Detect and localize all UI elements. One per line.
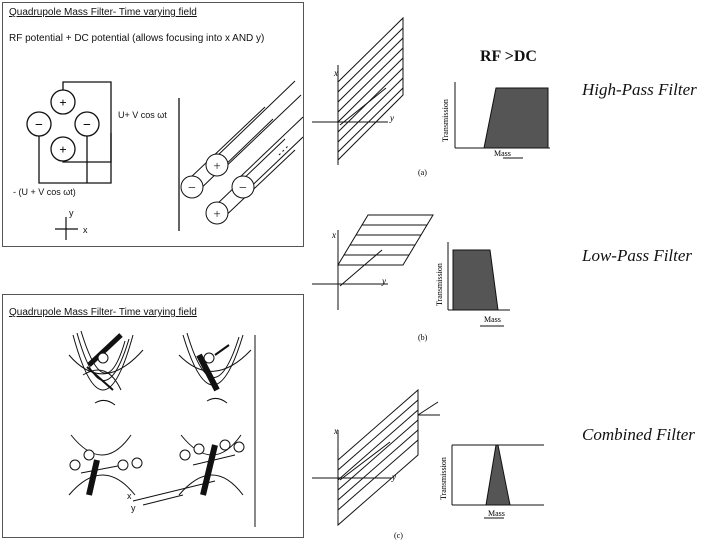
axis-x-c: x [333,426,338,436]
transmission-curve-combined [485,444,511,506]
panel-caption-b: (b) [418,333,428,342]
svg-text:+: + [59,95,66,110]
svg-text:+: + [59,142,66,157]
panel-b-low-pass: x y Transmission Mass (b) [308,200,570,350]
transmission-label-c: Transmission [439,457,448,500]
slide-subtitle: RF potential + DC potential (allows focu… [9,33,265,44]
slide-time-varying-field-bottom: Quadrupole Mass Filter- Time varying fie… [2,294,304,538]
rod-left: − [26,111,52,137]
quadrupole-rods-3d: + − − + [180,80,303,225]
axis-label-y: y [69,208,74,218]
axis-y-b: y [381,276,386,286]
svg-text:−: − [35,118,43,133]
axis-label-x: x [127,491,132,501]
mass-label-a: Mass [494,149,511,158]
stability-diagram-b: x y Transmission Mass (b) [312,214,510,342]
lower-potential-equation: - (U + V cos ωt) [13,187,76,197]
mass-label-b: Mass [484,315,501,324]
rf-dc-label: RF >DC [480,48,537,65]
slide-title: Quadrupole Mass Filter- Time varying fie… [9,307,197,318]
rod-bottom: + [50,136,76,162]
transmission-label-a: Transmission [441,99,450,142]
panel-a-high-pass: x y Transmission Mass (a) RF >DC [308,0,570,180]
transmission-curve-low-pass [452,249,499,311]
svg-text:+: + [213,158,220,173]
coordinate-axes [55,217,78,240]
ion-trajectory-diagram [68,330,256,527]
upper-potential-equation: U+ V cos ωt [118,110,167,120]
axis-x-a: x [333,68,338,78]
svg-text:−: − [239,181,247,196]
axis-label-x: x [83,225,88,235]
stability-diagram-c: x y Transmission Mass (c) [312,388,544,540]
slide-time-varying-field-top: Quadrupole Mass Filter- Time varying fie… [2,2,304,247]
combined-filter-label: Combined Filter [582,425,695,444]
rod-right: − [74,111,100,137]
svg-text:−: − [188,181,196,196]
mass-label-c: Mass [488,509,505,518]
quadrupole-circuit-diagram: + − − + [26,80,303,240]
transmission-label-b: Transmission [435,263,444,306]
svg-text:+: + [213,206,220,221]
svg-text:−: − [83,118,91,133]
stability-diagram-a: x y Transmission Mass (a) [312,16,550,177]
axis-x-b: x [331,230,336,240]
panel-caption-c: (c) [394,531,403,540]
axis-label-y: y [131,503,136,513]
transmission-curve-high-pass [483,87,549,149]
panel-c-combined: x y Transmission Mass (c) [308,360,570,540]
slide-title: Quadrupole Mass Filter- Time varying fie… [9,7,197,18]
rod-top: + [50,89,76,115]
axis-y-a: y [389,113,394,123]
panel-caption-a: (a) [418,168,427,177]
high-pass-filter-label: High-Pass Filter [582,80,697,99]
low-pass-filter-label: Low-Pass Filter [582,246,693,265]
axis-y-c: y [391,472,396,482]
